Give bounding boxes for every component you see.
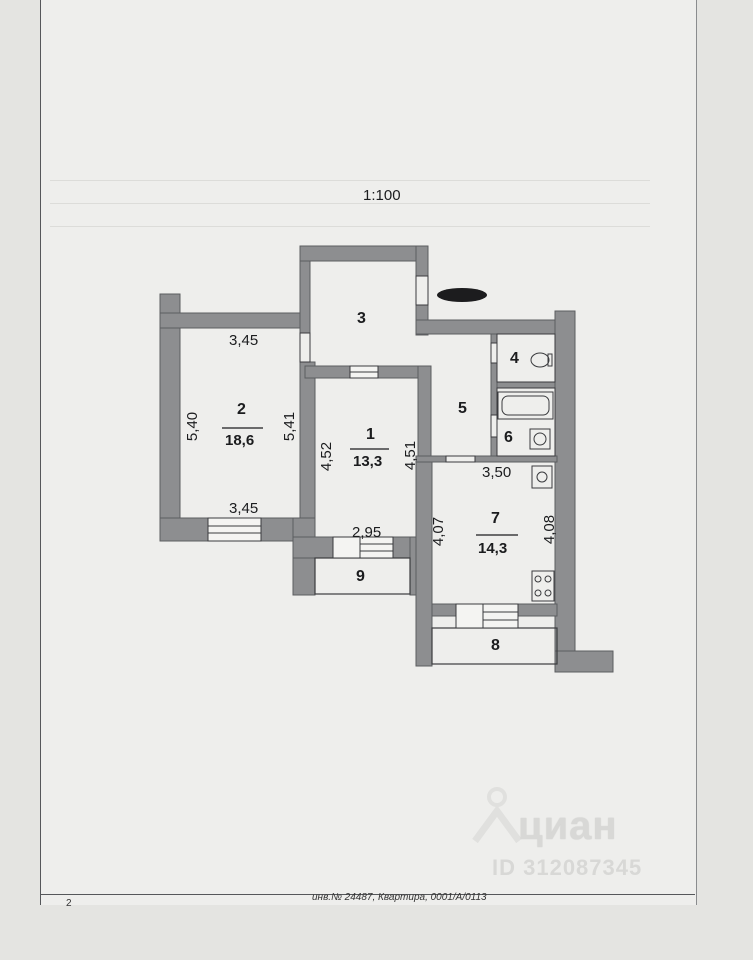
watermark-brand: циан [518,804,618,848]
room-2-area: 18,6 [225,432,255,449]
room-7-area: 14,3 [478,540,508,557]
page-number: 2 [66,898,72,909]
wall [415,319,557,335]
wall [159,517,209,542]
wall [415,455,447,463]
wall [299,361,316,519]
wall [431,603,457,617]
dim-room1-left: 4,52 [318,441,336,472]
wall [517,603,558,617]
wall [554,650,614,673]
room-4-outline [496,333,556,383]
kitchen-sink-icon [531,465,553,489]
dim-room1-bottom: 2,95 [352,524,382,541]
document-sheet [40,0,697,905]
inventory-footer: инв.№ 24487, Квартира, 0001/A/0113 [312,892,487,903]
doorway [445,455,476,463]
faint-line [50,203,650,204]
room-6-outline [496,387,556,457]
room-7-number: 7 [491,510,500,527]
room-6-number: 6 [504,429,513,446]
stove-icon [531,570,555,602]
room-4-number: 4 [510,350,519,367]
room-1-number: 1 [366,426,375,443]
wall [474,455,558,463]
dim-room7-left: 4,07 [430,516,448,547]
window [332,536,394,559]
watermark-id: ID 312087345 [492,855,643,880]
frame-bottom-line [40,894,695,895]
wall [554,310,576,654]
bathtub-icon [497,391,554,420]
sink-icon [529,428,551,450]
dim-room7-top: 3,50 [482,464,512,481]
room-1-area: 13,3 [353,453,383,470]
doorway [490,342,498,364]
window [207,517,262,542]
doorway [490,414,498,438]
dim-room2-right: 5,41 [281,411,299,442]
dim-room7-right: 4,08 [541,514,559,545]
dim-room2-top: 3,45 [229,332,259,349]
room-5-number: 5 [458,400,467,417]
wall [292,536,334,559]
wall [299,245,429,262]
dim-room2-left: 5,40 [184,411,202,442]
wall [159,312,306,329]
room-3-number: 3 [357,310,366,327]
dim-room2-bottom: 3,45 [229,500,259,517]
wall [415,245,429,277]
doorway [415,275,429,306]
scale-label: 1:100 [363,187,401,204]
toilet-icon [530,352,550,368]
room-9-number: 9 [356,568,365,585]
faint-line [50,226,650,227]
wall [415,455,433,667]
redaction-mark [437,288,487,302]
wall [496,381,556,389]
doorway [299,332,311,363]
room-2-number: 2 [237,401,246,418]
dim-room1-right: 4,51 [402,440,420,471]
window [455,603,519,629]
wall [159,293,181,542]
wall [304,365,351,379]
room-8-number: 8 [491,637,500,654]
cian-logo-icon [472,787,522,844]
faint-line [50,180,650,181]
